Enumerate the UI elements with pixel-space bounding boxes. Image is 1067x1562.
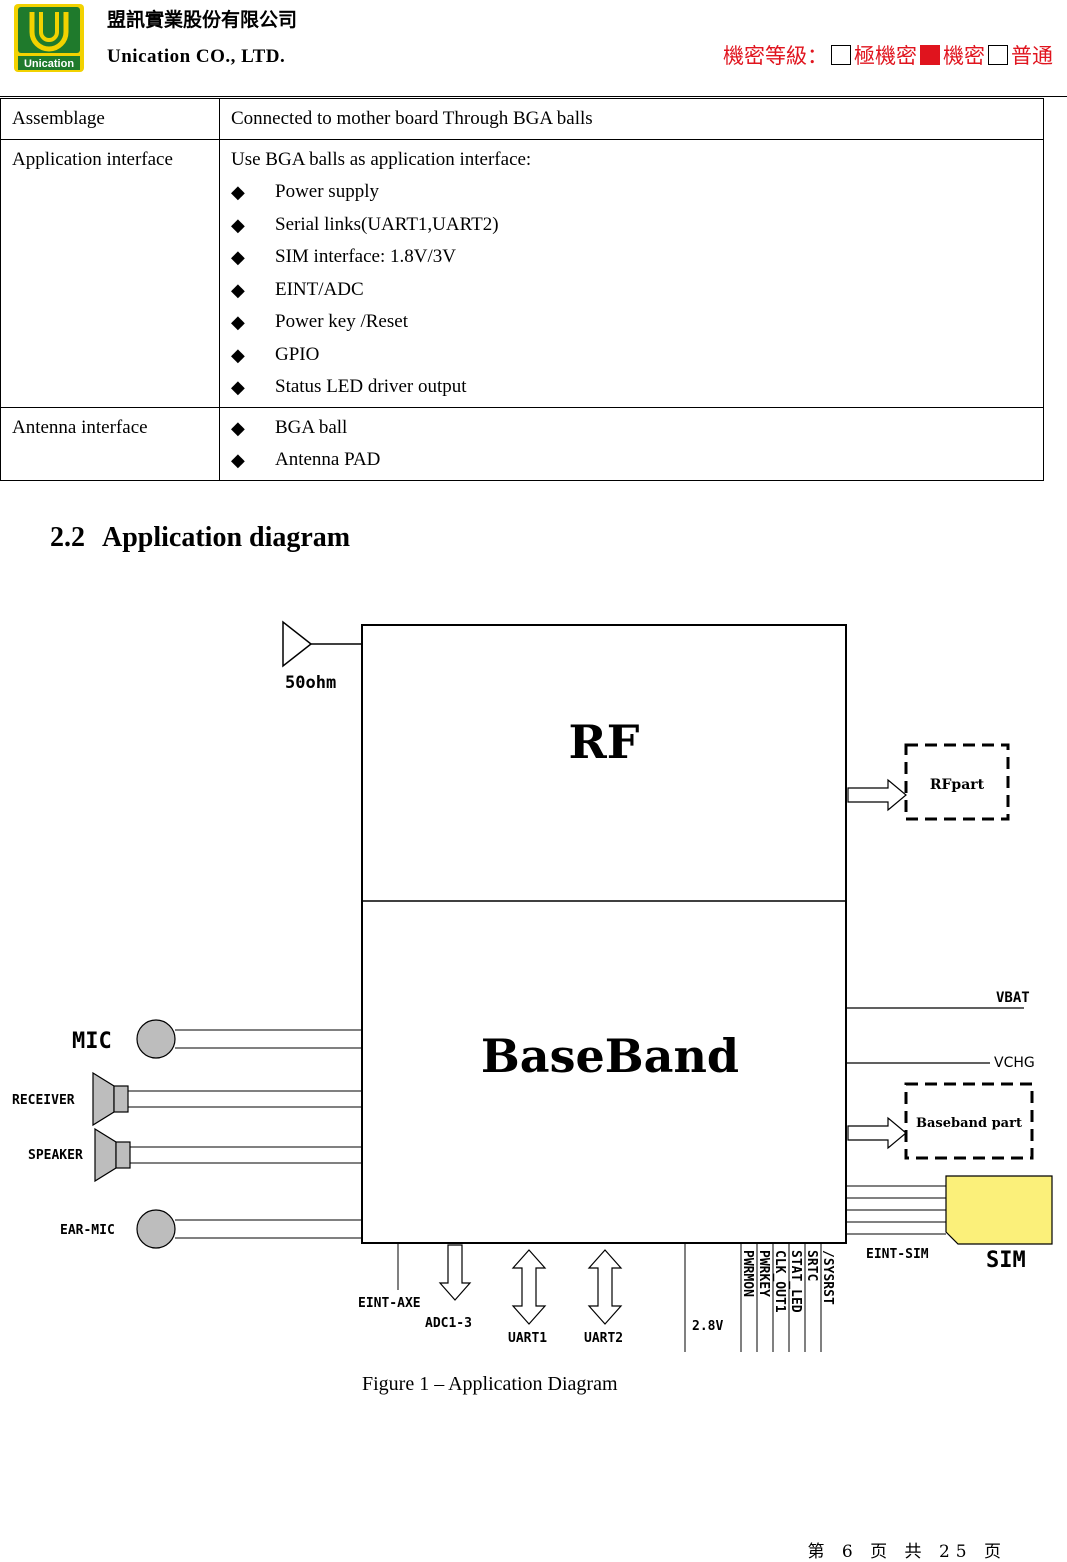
pin-label: /SYSRST [820,1250,835,1305]
application-diagram: 50ohm RF BaseBand RFpart VBAT VCHG Baseb… [12,620,1053,1352]
row-intro: Use BGA balls as application interface: [231,148,532,170]
page-header: Unication 盟訊實業股份有限公司 Unication CO., LTD.… [0,0,1067,97]
section-number: 2.2 [50,522,85,553]
adc-label: ADC1-3 [425,1316,472,1331]
checkbox-top-secret [831,45,851,65]
speaker-icon [94,1127,117,1183]
voltage-2v8-label: 2.8V [692,1319,723,1334]
eint-sim-label: EINT-SIM [866,1247,929,1262]
sim-card-icon [945,1175,1053,1245]
company-name-english: Unication CO., LTD. [107,46,286,67]
section-heading: 2.2 Application diagram [50,522,350,554]
option-normal: 普通 [1011,44,1053,68]
list-item: ◆BGA ball [231,412,1032,445]
page-number: 第 6 页 共 25 页 [807,1542,1007,1562]
baseband-part-label: Baseband part [916,1116,1022,1131]
rf-arrow-icon [847,778,907,812]
spec-table: Assemblage Connected to mother board Thr… [0,98,1044,481]
adc-arrow-icon [438,1244,472,1301]
diamond-bullet-icon: ◆ [231,450,245,470]
ear-mic-icon [136,1209,176,1249]
option-top-secret: 極機密 [854,44,917,68]
confidentiality-level: 機密等級： 極機密 機密 普通 [723,40,1053,70]
pin-label: PWRKEY [756,1250,771,1297]
pin-label: CLK_OUT1 [772,1250,787,1313]
speaker-label: SPEAKER [28,1148,83,1163]
diamond-bullet-icon: ◆ [231,182,245,202]
unication-logo: Unication [14,4,84,72]
mic-label: MIC [72,1029,112,1054]
uart1-label: UART1 [508,1331,547,1346]
pin-label: PWRMON [740,1250,755,1297]
antenna-icon [282,620,313,668]
sim-label: SIM [986,1248,1026,1273]
module-block [361,624,847,1244]
row-value: Connected to mother board Through BGA ba… [219,98,1044,140]
list-item: ◆Serial links(UART1,UART2) [231,209,1032,242]
baseband-arrow-icon [847,1116,907,1150]
eint-axe-label: EINT-AXE [358,1296,421,1311]
diamond-bullet-icon: ◆ [231,279,245,300]
uart2-label: UART2 [584,1331,623,1346]
pin-label: STAT_LED [788,1250,803,1313]
baseband-part-box [904,1082,1034,1160]
list-item: ◆Antenna PAD [231,444,1032,477]
list-item: ◆Power supply [231,176,1032,209]
table-row: Assemblage Connected to mother board Thr… [0,98,1044,140]
antenna-label: 50ohm [285,673,336,693]
figure-caption: Figure 1 – Application Diagram [362,1373,618,1395]
row-name: Antenna interface [0,406,220,481]
diamond-bullet-icon: ◆ [231,214,245,235]
option-secret: 機密 [943,44,985,68]
checkbox-normal [988,45,1008,65]
uart2-arrow-icon [587,1249,623,1325]
diamond-bullet-icon: ◆ [231,344,245,365]
rf-part-box [904,743,1010,821]
company-name-chinese: 盟訊實業股份有限公司 [107,9,298,31]
table-row: Application interface Use BGA balls as a… [0,138,1044,408]
rf-part-label: RFpart [930,777,985,793]
list-item: ◆SIM interface: 1.8V/3V [231,241,1032,274]
diamond-bullet-icon: ◆ [231,377,245,397]
row-name: Application interface [0,138,220,408]
row-value: Use BGA balls as application interface: … [219,138,1044,408]
diamond-bullet-icon: ◆ [231,417,245,438]
row-name: Assemblage [0,98,220,140]
list-item: ◆Power key /Reset [231,306,1032,339]
mic-icon [136,1019,176,1059]
vchg-label: VCHG [994,1055,1035,1071]
uart1-arrow-icon [511,1249,547,1325]
pin-label: SRTC [804,1250,819,1281]
diamond-bullet-icon: ◆ [231,312,245,332]
ear-mic-label: EAR-MIC [60,1223,115,1238]
list-item: ◆EINT/ADC [231,274,1032,307]
vbat-label: VBAT [996,990,1030,1006]
rf-label: RF [569,715,640,769]
logo-text: Unication [24,58,74,70]
checkbox-secret-checked [920,45,940,65]
receiver-label: RECEIVER [12,1093,75,1108]
receiver-icon [92,1071,115,1127]
baseband-label: BaseBand [481,1029,739,1083]
list-item: ◆GPIO [231,339,1032,372]
confidentiality-label: 機密等級： [723,44,828,68]
table-row: Antenna interface ◆BGA ball ◆Antenna PAD [0,406,1044,481]
list-item: ◆Status LED driver output [231,371,1032,404]
section-title: Application diagram [102,522,351,553]
row-value: ◆BGA ball ◆Antenna PAD [219,406,1044,481]
diamond-bullet-icon: ◆ [231,247,245,267]
